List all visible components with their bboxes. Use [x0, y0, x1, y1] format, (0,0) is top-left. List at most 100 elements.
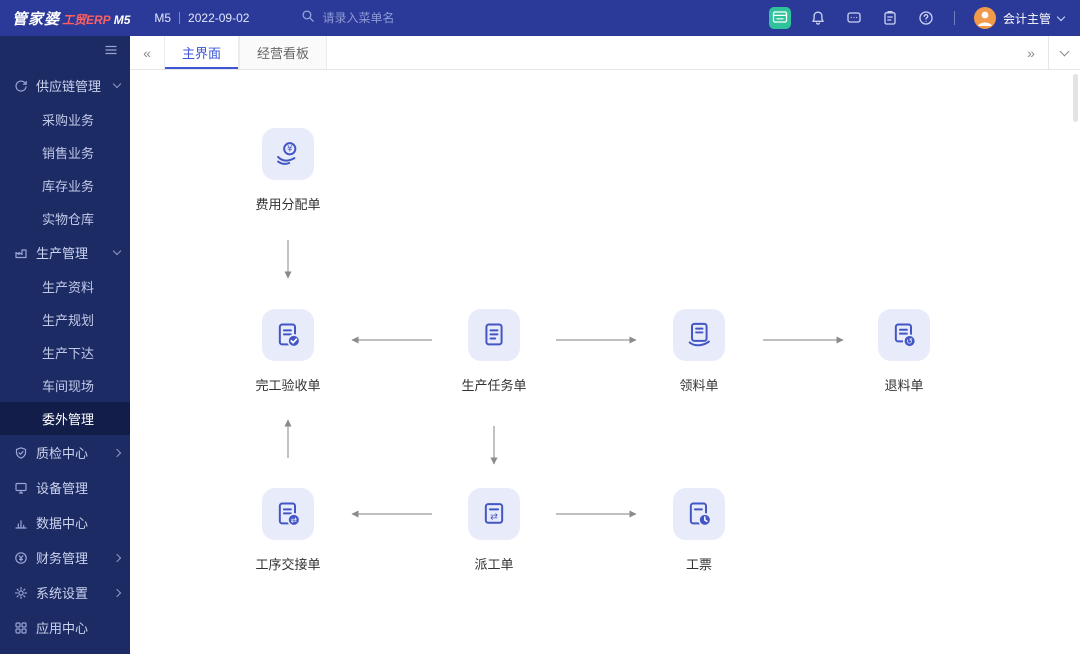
user-menu[interactable]: 会计主管 — [973, 7, 1066, 29]
menu-search[interactable] — [301, 9, 463, 28]
sidebar-item-label: 财务管理 — [36, 551, 89, 566]
topbar-actions: 会计主管 — [768, 7, 1080, 29]
sidebar-item-label: 应用中心 — [36, 621, 89, 636]
chevron-down-icon — [1056, 12, 1066, 21]
sidebar-item-quality[interactable]: 质检中心 — [0, 435, 130, 470]
completion-acceptance-icon — [262, 309, 314, 361]
tab-main[interactable]: 主界面 — [164, 36, 240, 69]
tab-dashboard[interactable]: 经营看板 — [239, 36, 328, 69]
node-material-return[interactable]: ↺ 退料单 — [844, 309, 964, 394]
workflow-diagram: ¥ 费用分配单 完工验收单 — [130, 70, 1080, 654]
monitor-icon — [13, 480, 28, 495]
svg-text:¥: ¥ — [287, 145, 293, 155]
logo-version: M5 — [113, 12, 131, 27]
node-work-dispatch[interactable]: ⇄ 派工单 — [434, 488, 554, 573]
sidebar-item-label: 实物仓库 — [42, 212, 95, 227]
material-return-icon: ↺ — [878, 309, 930, 361]
tab-scroll-left-icon[interactable]: « — [143, 44, 151, 61]
sidebar-item-data-center[interactable]: 数据中心 — [0, 505, 130, 540]
sidebar-item-prod-planning[interactable]: 生产规划 — [0, 303, 130, 336]
help-icon[interactable] — [918, 10, 935, 27]
user-name: 会计主管 — [1002, 11, 1051, 26]
node-production-task[interactable]: 生产任务单 — [434, 309, 554, 394]
clipboard-icon[interactable] — [882, 10, 899, 27]
fee-allocation-icon: ¥ — [262, 128, 314, 180]
main-content: ¥ 费用分配单 完工验收单 — [130, 70, 1080, 654]
sidebar-item-settings[interactable]: 系统设置 — [0, 575, 130, 610]
sidebar-item-supply-chain[interactable]: 供应链管理 — [0, 68, 130, 103]
node-label: 领料单 — [679, 378, 719, 393]
tab-label: 经营看板 — [257, 46, 310, 61]
sidebar-header — [0, 36, 130, 68]
sidebar-item-label: 生产资料 — [42, 280, 95, 295]
sidebar-item-production[interactable]: 生产管理 — [0, 235, 130, 270]
divider — [179, 12, 181, 24]
sidebar-item-prod-data[interactable]: 生产资料 — [0, 270, 130, 303]
production-task-icon — [468, 309, 520, 361]
node-work-ticket[interactable]: 工票 — [639, 488, 759, 573]
date-label: 2022-09-02 — [188, 11, 250, 25]
node-completion-acceptance[interactable]: 完工验收单 — [228, 309, 348, 394]
sidebar-item-sales[interactable]: 销售业务 — [0, 136, 130, 169]
gear-icon — [13, 585, 28, 600]
search-input[interactable] — [322, 11, 463, 25]
app-logo: 管家婆 工贸ERP M5 — [0, 8, 140, 29]
chevron-down-icon — [112, 79, 122, 89]
node-process-handover[interactable]: ⇄ 工序交接单 — [228, 488, 348, 573]
sidebar-item-shopfloor[interactable]: 车间现场 — [0, 369, 130, 402]
node-label: 工序交接单 — [255, 557, 321, 572]
sidebar-item-label: 生产规划 — [42, 313, 95, 328]
sidebar-item-apps[interactable]: 应用中心 — [0, 610, 130, 645]
sidebar-item-warehouse[interactable]: 实物仓库 — [0, 202, 130, 235]
env-info: M5 2022-09-02 — [154, 11, 249, 25]
tab-scroll-right-icon[interactable]: » — [1027, 44, 1035, 61]
scrollbar-thumb[interactable] — [1073, 74, 1078, 122]
node-label: 完工验收单 — [255, 378, 321, 393]
node-fee-allocation[interactable]: ¥ 费用分配单 — [228, 128, 348, 213]
tabbar-controls: » — [1014, 36, 1080, 69]
material-requisition-icon — [673, 309, 725, 361]
sidebar-nav: 供应链管理 采购业务 销售业务 库存业务 实物仓库 生产管理 — [0, 68, 130, 645]
coin-icon — [13, 550, 28, 565]
tab-list-dropdown-icon[interactable] — [1048, 36, 1080, 69]
sidebar-collapse-icon[interactable] — [104, 43, 118, 62]
node-label: 工票 — [685, 557, 712, 572]
sidebar-item-inventory[interactable]: 库存业务 — [0, 169, 130, 202]
node-label: 退料单 — [884, 378, 924, 393]
smart-app-icon[interactable] — [768, 7, 791, 29]
svg-text:↺: ↺ — [906, 337, 913, 346]
sidebar-item-label: 系统设置 — [36, 586, 89, 601]
factory-icon — [13, 245, 28, 260]
tabbar: « 主界面 经营看板 » — [130, 36, 1080, 70]
bar-chart-icon — [13, 515, 28, 530]
sidebar-item-finance[interactable]: 财务管理 — [0, 540, 130, 575]
sidebar-item-outsourcing[interactable]: 委外管理 — [0, 402, 130, 435]
bell-icon[interactable] — [810, 10, 827, 27]
node-label: 费用分配单 — [255, 197, 321, 212]
sidebar-item-purchase[interactable]: 采购业务 — [0, 103, 130, 136]
sidebar-item-label: 设备管理 — [36, 481, 89, 496]
svg-text:⇄: ⇄ — [490, 511, 498, 522]
sidebar-item-label: 生产下达 — [42, 346, 95, 361]
message-icon[interactable] — [846, 10, 863, 27]
sidebar-item-label: 车间现场 — [42, 379, 95, 394]
work-ticket-icon — [673, 488, 725, 540]
shield-icon — [13, 445, 28, 460]
topbar: 管家婆 工贸ERP M5 M5 2022-09-02 — [0, 0, 1080, 36]
chevron-right-icon — [112, 553, 122, 562]
sidebar-item-label: 数据中心 — [36, 516, 89, 531]
logo-brand: 管家婆 — [12, 10, 61, 28]
sidebar-item-label: 供应链管理 — [36, 79, 102, 94]
sidebar-item-label: 质检中心 — [36, 446, 89, 461]
sidebar-item-equipment[interactable]: 设备管理 — [0, 470, 130, 505]
chevron-down-icon — [112, 246, 122, 256]
flow-arrows — [284, 240, 844, 518]
node-label: 派工单 — [474, 557, 514, 572]
node-material-requisition[interactable]: 领料单 — [639, 309, 759, 394]
sidebar-item-prod-release[interactable]: 生产下达 — [0, 336, 130, 369]
sidebar-item-label: 生产管理 — [36, 246, 89, 261]
workspace-label: M5 — [154, 11, 172, 25]
tab-label: 主界面 — [182, 46, 222, 61]
process-handover-icon: ⇄ — [262, 488, 314, 540]
